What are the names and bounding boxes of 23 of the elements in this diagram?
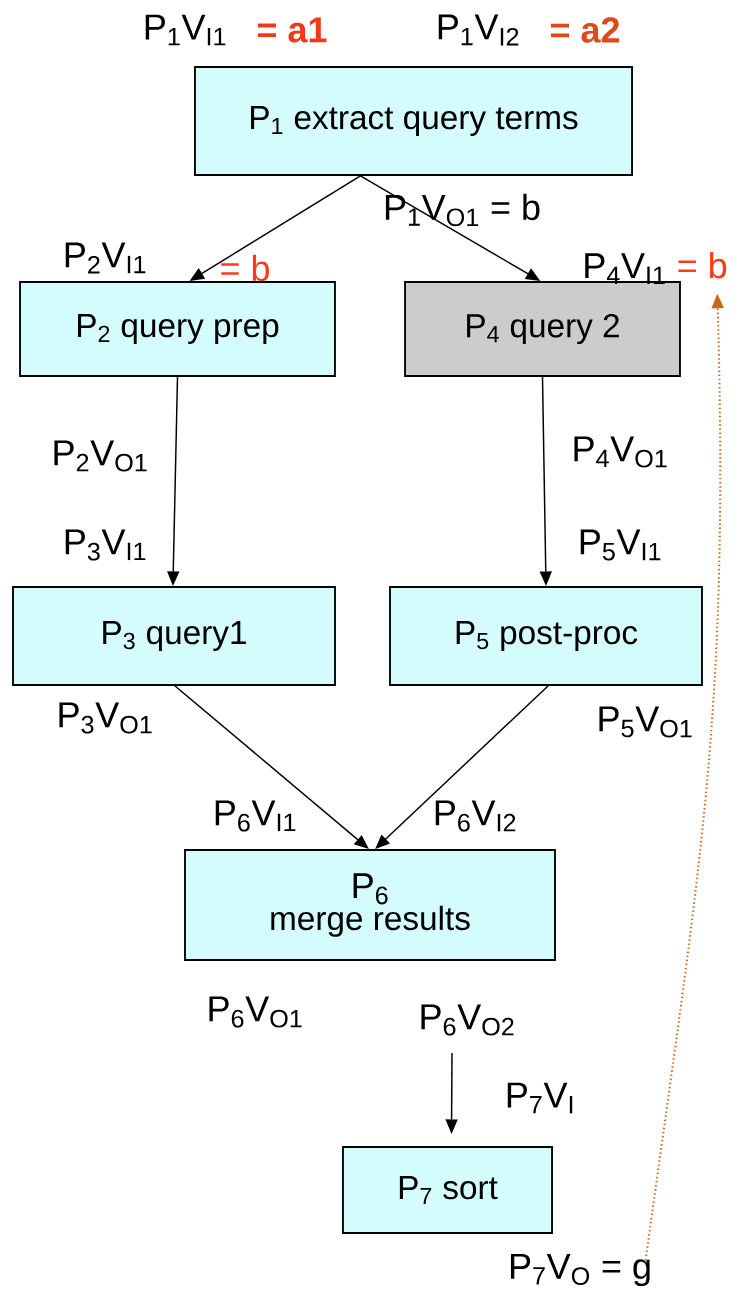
variable-label: P$_{6}$V$_{O2}$ <box>421 1004 514 1036</box>
variable-label: P$_{6}$V$_{I2}$ <box>435 800 516 832</box>
variable-label: P$_{5}$V$_{I1}$ <box>580 529 661 561</box>
variable-label: P$_{3}$V$_{O1}$ <box>59 702 152 734</box>
variable-label: P$_{2}$V$_{I1}$ <box>65 242 146 274</box>
process-box: P$_{5}$ post-proc <box>389 586 703 686</box>
variable-label: P$_{5}$V$_{O1}$ <box>599 706 692 738</box>
variable-label: P$_{1}$V$_{I1}$ <box>145 14 226 46</box>
process-box: P$_{7}$ sort <box>342 1146 553 1234</box>
process-box: P$_{1}$ extract query terms <box>194 66 633 176</box>
variable-label: P$_{7}$V$_{I}$ <box>507 1082 573 1114</box>
process-box: P$_{3}$ query1 <box>12 586 336 686</box>
variable-label: P$_{4}$V$_{O1}$ <box>574 436 667 468</box>
process-box: P$_{6}$ merge results <box>184 849 556 961</box>
variable-label: P$_{6}$V$_{I1}$ <box>215 800 296 832</box>
variable-label: P$_{7}$V$_{O}$ = g <box>510 1253 650 1287</box>
variable-label: = b <box>221 254 269 282</box>
variable-label: P$_{6}$V$_{O1}$ <box>209 996 302 1028</box>
variable-label: P$_{3}$V$_{I1}$ <box>65 529 146 561</box>
process-box: P$_{4}$ query 2 <box>404 281 681 377</box>
process-box: P$_{2}$ query prep <box>19 281 336 377</box>
variable-label: P$_{1}$V$_{O1}$ = b <box>385 193 540 227</box>
variable-label: P$_{2}$V$_{O1}$ <box>54 440 147 472</box>
